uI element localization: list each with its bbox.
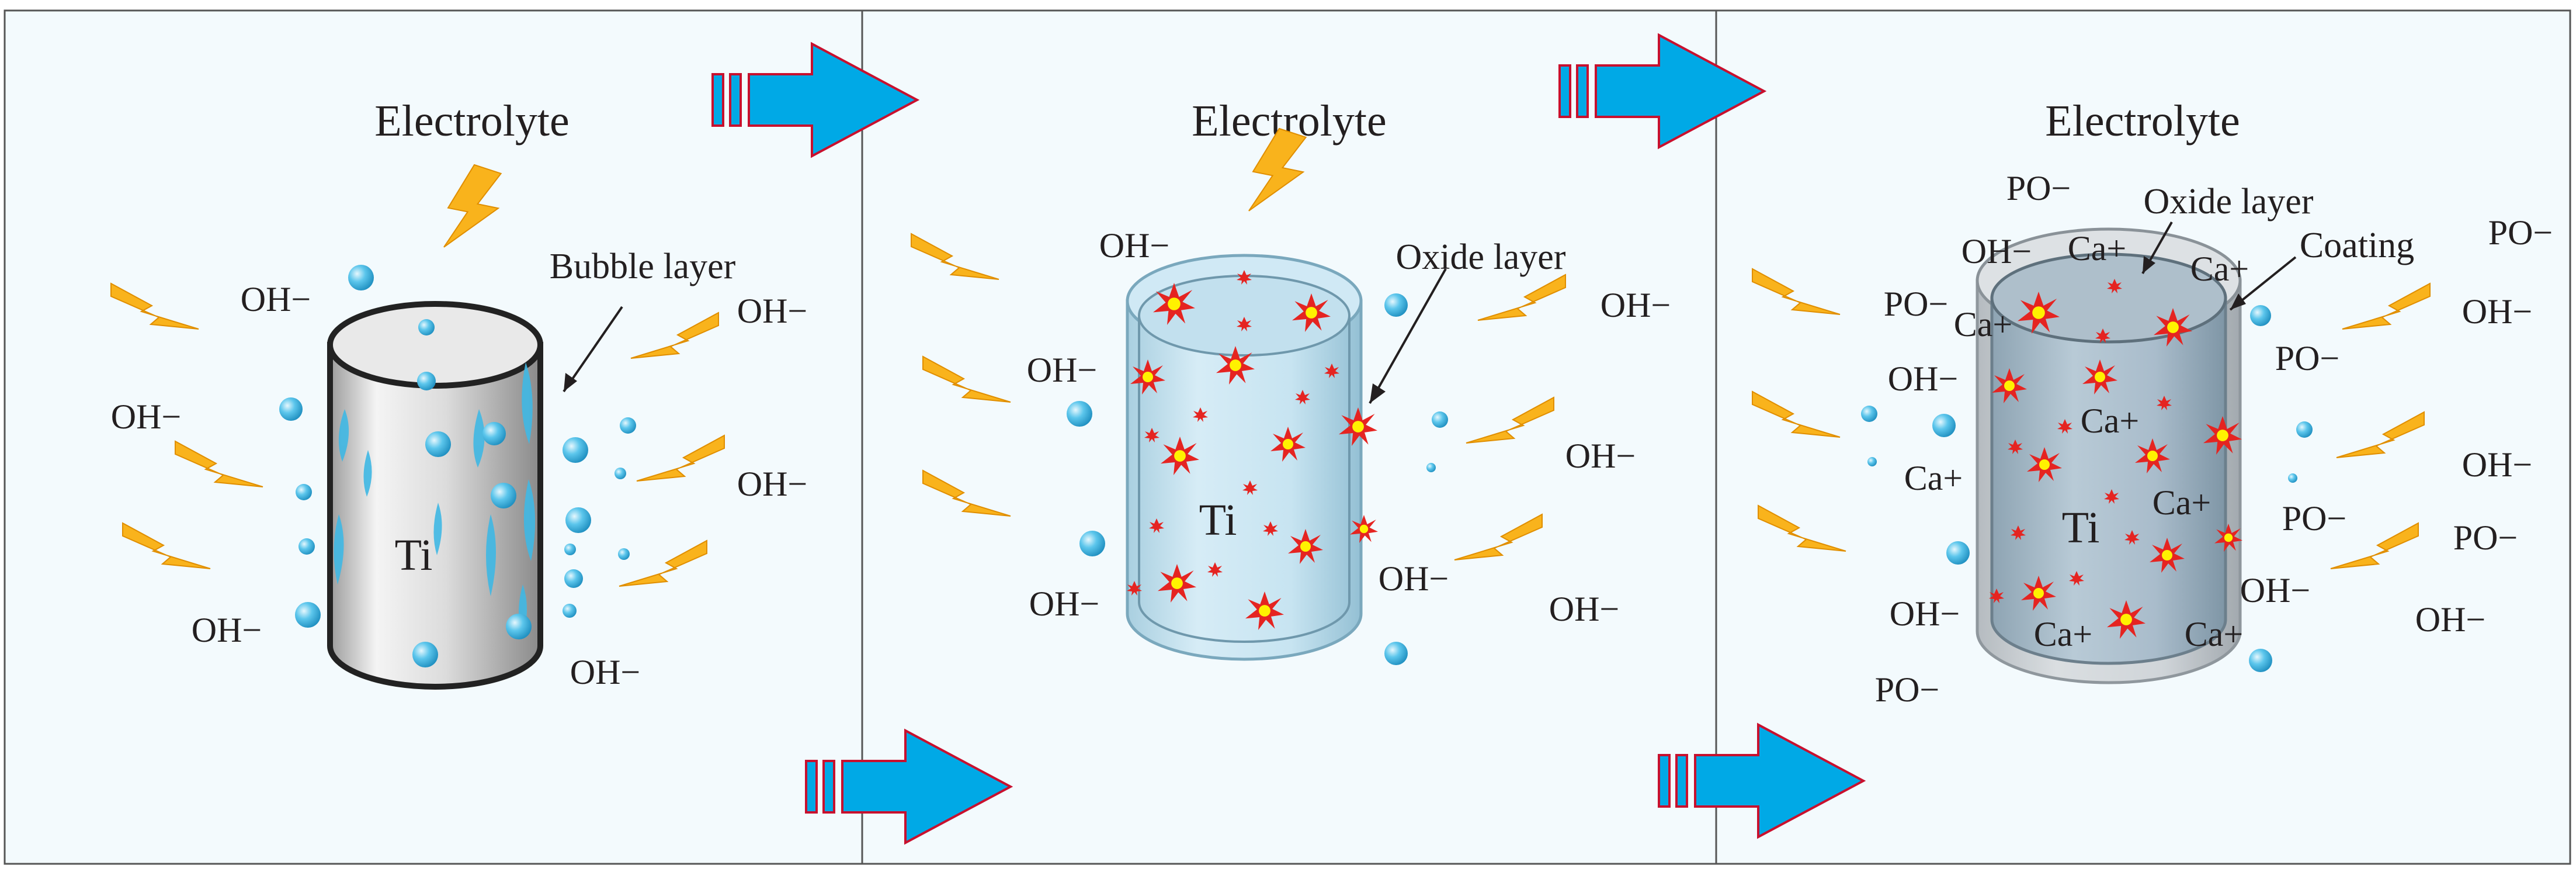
bubble-icon — [506, 614, 532, 639]
bubble-icon — [620, 417, 636, 434]
ion-label: OH− — [1888, 359, 1959, 398]
ion-label: Ca+ — [2185, 615, 2244, 653]
ion-label: OH− — [570, 653, 641, 691]
bubble-icon — [563, 604, 577, 618]
bubble-icon — [2250, 305, 2271, 326]
bubble-icon — [1426, 463, 1436, 472]
coating-label: Coating — [2300, 226, 2414, 265]
ion-label: Ca+ — [2068, 229, 2127, 268]
oxide-layer-label: Oxide layer — [2144, 182, 2314, 222]
bubble-icon — [279, 397, 303, 421]
bubble-icon — [418, 319, 435, 335]
panel-1-bubbles — [279, 265, 636, 667]
ion-label: OH− — [1961, 232, 2032, 271]
ion-label: Ca+ — [2034, 615, 2093, 653]
ion-label: Ca+ — [1954, 305, 2013, 344]
process-arrow-icon — [805, 728, 1013, 845]
ion-label: PO− — [2453, 518, 2518, 557]
bubble-icon — [425, 431, 451, 457]
bubble-icon — [2296, 421, 2313, 438]
ion-label: OH− — [737, 465, 808, 503]
ion-label: PO− — [1884, 285, 1949, 323]
process-arrow-icon — [711, 41, 920, 158]
bubble-icon — [564, 544, 576, 555]
panel-2-bubbles — [1067, 293, 1448, 665]
ion-label: OH− — [111, 397, 182, 436]
bubble-icon — [1861, 406, 1877, 422]
ion-label: OH− — [1027, 351, 1098, 389]
bubble-icon — [1384, 293, 1408, 317]
process-arrow-icon — [1658, 722, 1866, 839]
bubble-icon — [348, 265, 374, 290]
ion-label: OH− — [241, 280, 311, 319]
panel-3-annotations: Oxide layer Coating PO− OH− Ca+ Ca+ PO− … — [1875, 169, 2553, 709]
bubble-icon — [2288, 473, 2297, 483]
ion-label: Ca+ — [2190, 250, 2249, 288]
bubble-icon — [1384, 642, 1408, 665]
bubble-icon — [1432, 411, 1448, 428]
panel-2-annotations: Oxide layer OH− OH− OH− OH− OH− OH− OH− — [1027, 226, 1671, 628]
bubble-icon — [482, 422, 506, 445]
bubble-icon — [417, 372, 436, 390]
panel-1-title: Electrolyte — [374, 96, 569, 146]
bubble-icon — [1867, 457, 1877, 466]
oxide-layer-label: Oxide layer — [1396, 237, 1566, 277]
bubble-icon — [298, 538, 315, 555]
ion-label: OH− — [1549, 590, 1620, 628]
ion-label: PO− — [2275, 339, 2340, 378]
ion-label: OH− — [1379, 559, 1449, 598]
ion-label: PO− — [2282, 499, 2347, 538]
ion-label: OH− — [1099, 226, 1170, 265]
panel-3-bubbles — [1861, 305, 2313, 672]
bubble-layer-label: Bubble layer — [550, 247, 736, 286]
bubble-icon — [615, 468, 626, 479]
panel-1-ti-label: Ti — [395, 531, 433, 580]
ion-label: OH− — [192, 611, 262, 649]
ion-label: OH− — [2462, 292, 2533, 331]
ion-label: OH− — [1565, 437, 1636, 475]
ion-label: OH− — [1029, 584, 1100, 623]
ion-label: PO− — [2006, 169, 2071, 207]
bubble-icon — [2249, 649, 2272, 672]
ion-label: Ca+ — [2081, 402, 2140, 440]
ion-label: OH− — [2415, 600, 2486, 639]
process-arrow-icon — [1558, 33, 1767, 150]
bubble-icon — [491, 483, 516, 508]
panel-2-ti-label: Ti — [1199, 496, 1237, 545]
bubble-icon — [1946, 541, 1970, 565]
bubble-icon — [1067, 401, 1092, 427]
ion-label: OH− — [737, 292, 808, 330]
ion-label: Ca+ — [2153, 483, 2212, 522]
bubble-icon — [563, 437, 588, 463]
ion-label: OH− — [2240, 571, 2311, 610]
bubble-icon — [564, 569, 583, 588]
ion-label: Ca+ — [1904, 459, 1963, 497]
bubble-icon — [296, 484, 312, 500]
bubble-icon — [565, 507, 591, 533]
panel-2-oxide-cylinder: Ti — [1126, 254, 1363, 661]
bubble-icon — [618, 548, 630, 560]
ion-label: OH− — [1890, 594, 1960, 633]
ion-label: OH− — [2462, 445, 2533, 484]
bubble-icon — [295, 602, 321, 628]
panel-1-annotations: Bubble layer OH− OH− OH− OH− OH− OH− — [111, 247, 808, 691]
panel-3-title: Electrolyte — [2045, 96, 2240, 146]
ion-label: PO− — [2488, 213, 2553, 252]
bubble-icon — [1079, 531, 1105, 556]
ion-label: PO− — [1875, 670, 1940, 709]
panel-3-ti-label: Ti — [2062, 503, 2100, 552]
bubble-icon — [1932, 414, 1956, 437]
bubble-icon — [412, 642, 438, 667]
ion-label: OH− — [1601, 286, 1671, 324]
